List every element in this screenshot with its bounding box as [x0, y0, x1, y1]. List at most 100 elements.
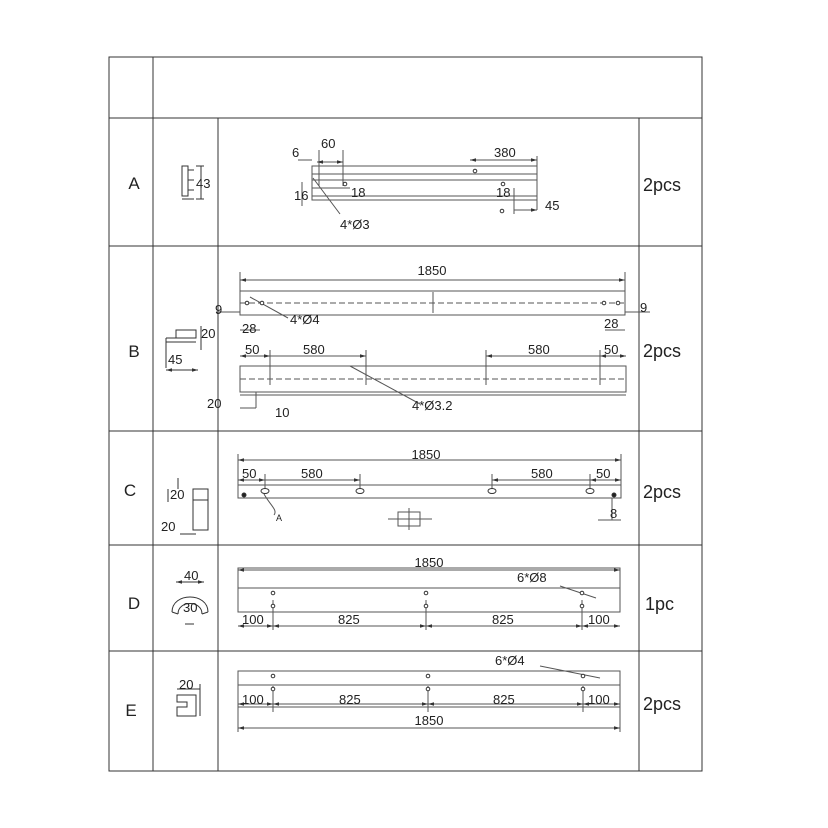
row-a-profile: [181, 165, 204, 200]
row-c-holes: [241, 488, 617, 498]
hole: [601, 300, 607, 306]
row-a-dim-45: 45: [545, 198, 559, 213]
slot-hole: [355, 488, 365, 494]
hole: [579, 603, 585, 609]
row-b-dim-50a: 50: [245, 342, 259, 357]
row-b-dim-28-left: 28: [242, 321, 256, 336]
end-hole: [241, 492, 247, 498]
row-e-dim-825a: 825: [339, 692, 361, 707]
row-c-part-view: [237, 454, 622, 530]
row-c-profile-dim-20a: 20: [170, 487, 184, 502]
row-b-dim-1850: 1850: [418, 263, 447, 278]
row-e-profile: [176, 684, 201, 717]
hole: [425, 673, 431, 679]
row-e-holes: [270, 673, 586, 692]
row-d-dim-100b: 100: [588, 612, 610, 627]
hole: [423, 603, 429, 609]
row-a-dim-18a: 18: [351, 185, 365, 200]
row-a-dim-6: 6: [292, 145, 299, 160]
hole: [342, 181, 348, 187]
row-e-dim-825b: 825: [493, 692, 515, 707]
row-d-holes: [270, 590, 585, 609]
hole: [425, 686, 431, 692]
hole: [615, 300, 621, 306]
row-qty-d: 1pc: [645, 594, 674, 614]
row-a-dim-16: 16: [294, 188, 308, 203]
row-label-a: A: [128, 174, 140, 193]
hole: [580, 673, 586, 679]
row-a-dim-18b: 18: [496, 185, 510, 200]
hole: [472, 168, 478, 174]
hole: [270, 686, 276, 692]
row-b-part-top: [216, 272, 650, 331]
hole: [244, 300, 250, 306]
row-a-dim-60: 60: [321, 136, 335, 151]
row-d-dim-825b: 825: [492, 612, 514, 627]
hole: [270, 603, 276, 609]
row-d-holes-label: 6*Ø8: [517, 570, 547, 585]
row-d-profile-dim-40: 40: [184, 568, 198, 583]
row-b-dim-28-right: 28: [604, 316, 618, 331]
row-label-c: C: [124, 481, 136, 500]
table-grid: [108, 56, 703, 772]
row-e-dim-1850: 1850: [415, 713, 444, 728]
row-b-dim-20: 20: [207, 396, 221, 411]
row-c-dim-50a: 50: [242, 466, 256, 481]
row-label-b: B: [128, 342, 139, 361]
row-d-dim-100a: 100: [242, 612, 264, 627]
row-b-dim-580a: 580: [303, 342, 325, 357]
row-a-dim-380: 380: [494, 145, 516, 160]
row-b-profile-dim-45: 45: [168, 352, 182, 367]
hole: [423, 590, 429, 596]
row-b-holes-top: [244, 300, 621, 306]
row-a-holes-label: 4*Ø3: [340, 217, 370, 232]
slot-hole: [487, 488, 497, 494]
row-c-dim-1850: 1850: [412, 447, 441, 462]
row-c-dim-50b: 50: [596, 466, 610, 481]
row-b-dim-10: 10: [275, 405, 289, 420]
row-label-e: E: [125, 701, 136, 720]
row-b-dim-9-right: 9: [640, 300, 647, 315]
row-qty-b: 2pcs: [643, 341, 681, 361]
row-e-profile-dim-20: 20: [179, 677, 193, 692]
row-c-profile: [167, 478, 209, 535]
row-qty-a: 2pcs: [643, 175, 681, 195]
row-b-holes-top-label: 4*Ø4: [290, 312, 320, 327]
row-a-holes: [342, 168, 506, 214]
hole: [499, 208, 505, 214]
row-b-profile-dim-20: 20: [201, 326, 215, 341]
row-c-dim-8: 8: [610, 506, 617, 521]
slot-hole: [260, 488, 270, 494]
row-e-dim-100a: 100: [242, 692, 264, 707]
row-b-profile: [165, 326, 202, 372]
row-qty-e: 2pcs: [643, 694, 681, 714]
row-e-holes-label: 6*Ø4: [495, 653, 525, 668]
hole: [270, 673, 276, 679]
row-d-dim-1850: 1850: [415, 555, 444, 570]
row-b-holes-bottom-label: 4*Ø3.2: [412, 398, 452, 413]
hole: [579, 590, 585, 596]
row-e-dim-100b: 100: [588, 692, 610, 707]
row-c-dim-580b: 580: [531, 466, 553, 481]
row-c-profile-dim-20b: 20: [161, 519, 175, 534]
row-d-dim-825a: 825: [338, 612, 360, 627]
row-b-dim-50b: 50: [604, 342, 618, 357]
end-hole: [611, 492, 617, 498]
hole: [270, 590, 276, 596]
row-a-part-view: [298, 150, 538, 215]
row-c-dim-580a: 580: [301, 466, 323, 481]
hole: [500, 181, 506, 187]
row-d-profile: [171, 580, 209, 625]
slot-hole: [585, 488, 595, 494]
row-qty-c: 2pcs: [643, 482, 681, 502]
row-d-profile-dim-30: 30: [183, 600, 197, 615]
row-label-d: D: [128, 594, 140, 613]
row-b-dim-9-left: 9: [215, 302, 222, 317]
row-b-dim-580b: 580: [528, 342, 550, 357]
row-c-arrow-label: A: [276, 513, 282, 523]
hole: [580, 686, 586, 692]
row-b-part-bottom: [239, 350, 627, 409]
row-a-profile-dim: 43: [196, 176, 210, 191]
row-d-part-view: [237, 567, 621, 630]
